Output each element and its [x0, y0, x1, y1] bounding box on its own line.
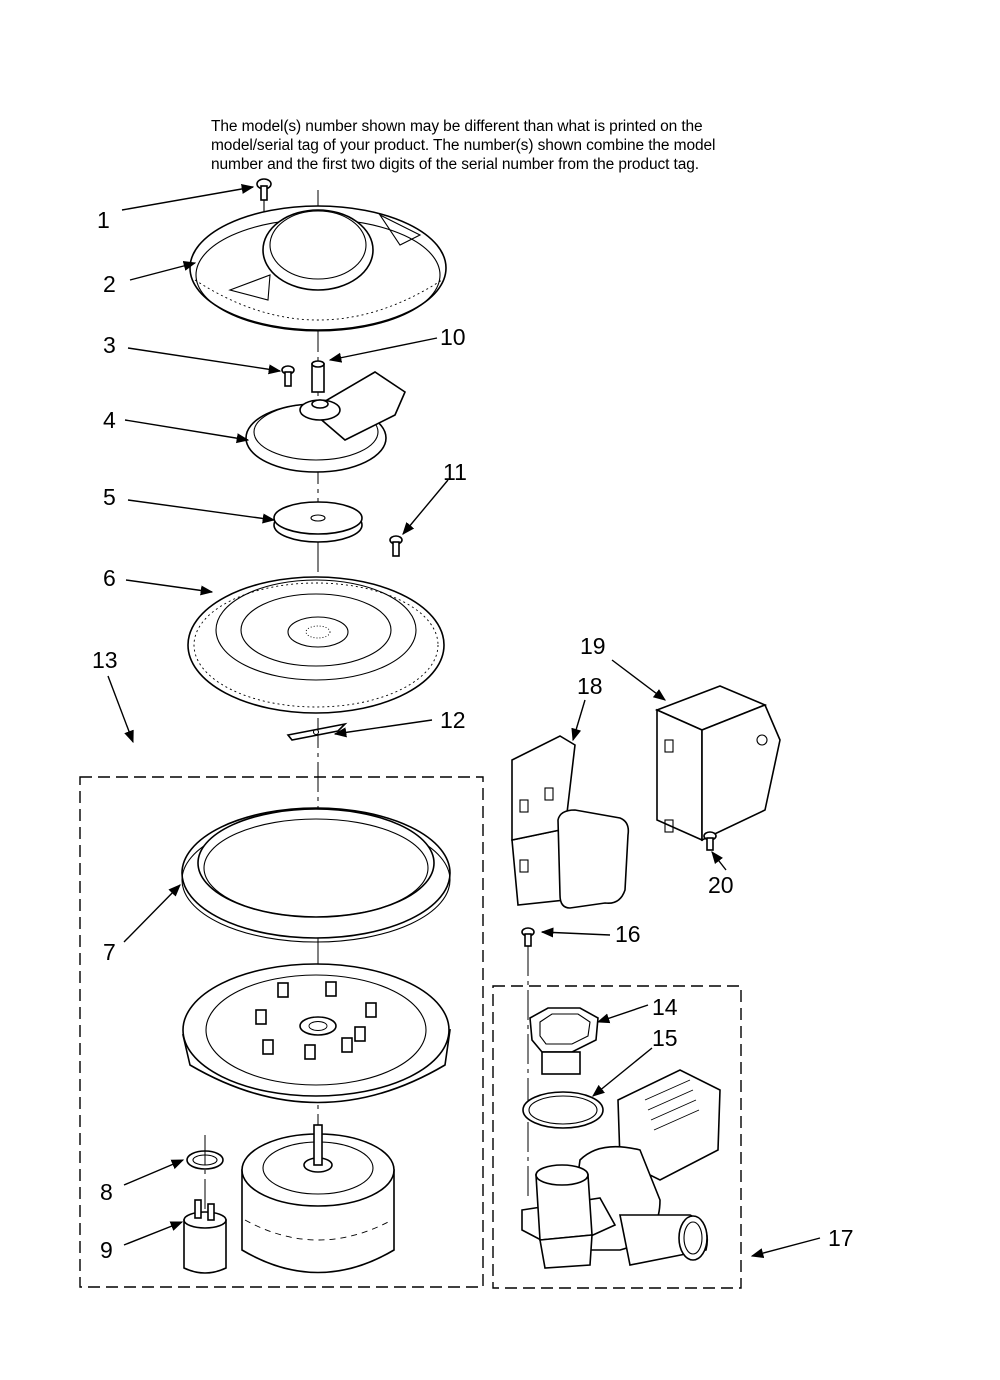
part-20-screw	[703, 831, 717, 851]
part-6-filter-plate	[187, 576, 445, 714]
assembly-13-box	[79, 776, 484, 1288]
part-2-cover	[189, 205, 447, 332]
callout-2: 2	[103, 271, 116, 297]
callout-15: 15	[652, 1025, 678, 1051]
assembly-17-box	[492, 985, 742, 1289]
callout-17: 17	[828, 1225, 854, 1251]
callout-16: 16	[615, 921, 641, 947]
callout-14: 14	[652, 994, 678, 1020]
callout-1: 1	[97, 207, 110, 233]
callout-11: 11	[443, 459, 467, 485]
notice-line-1: The model(s) number shown may be differe…	[211, 118, 703, 135]
part-9-plug	[183, 1199, 227, 1274]
part-10-pin	[311, 360, 325, 393]
part-15-o-ring	[522, 1091, 604, 1129]
pump-base	[181, 963, 451, 1104]
part-4-housing	[245, 371, 407, 473]
part-16-screw	[521, 927, 535, 1200]
callout-6: 6	[103, 565, 116, 591]
callout-9: 9	[100, 1237, 113, 1263]
callout-20: 20	[708, 872, 734, 898]
notice-line-2: model/serial tag of your product. The nu…	[211, 137, 716, 154]
pump-motor	[241, 1124, 395, 1274]
part-3-screw	[281, 365, 295, 387]
callout-3: 3	[103, 332, 116, 358]
part-8-o-ring	[186, 1135, 224, 1210]
callout-12: 12	[440, 707, 466, 733]
callout-10: 10	[440, 324, 466, 350]
notice-line-3: number and the first two digits of the s…	[211, 156, 699, 173]
part-11-screw	[389, 535, 403, 557]
part-7-seal-ring	[181, 807, 451, 943]
part-17-drain-pump	[521, 1069, 721, 1269]
callout-4: 4	[103, 407, 116, 433]
callout-19: 19	[580, 633, 606, 659]
callout-5: 5	[103, 484, 116, 510]
part-5-impeller	[273, 501, 363, 543]
callout-13: 13	[92, 647, 118, 673]
callout-18: 18	[577, 673, 603, 699]
part-19-box	[654, 685, 781, 842]
callout-7: 7	[103, 939, 116, 965]
part-14-grommet	[529, 1007, 599, 1075]
callout-8: 8	[100, 1179, 113, 1205]
leader-lines	[107, 183, 821, 1258]
model-number-notice: The model(s) number shown may be differe…	[211, 117, 811, 174]
part-18-bracket	[511, 735, 630, 909]
part-12-gasket	[286, 722, 348, 741]
